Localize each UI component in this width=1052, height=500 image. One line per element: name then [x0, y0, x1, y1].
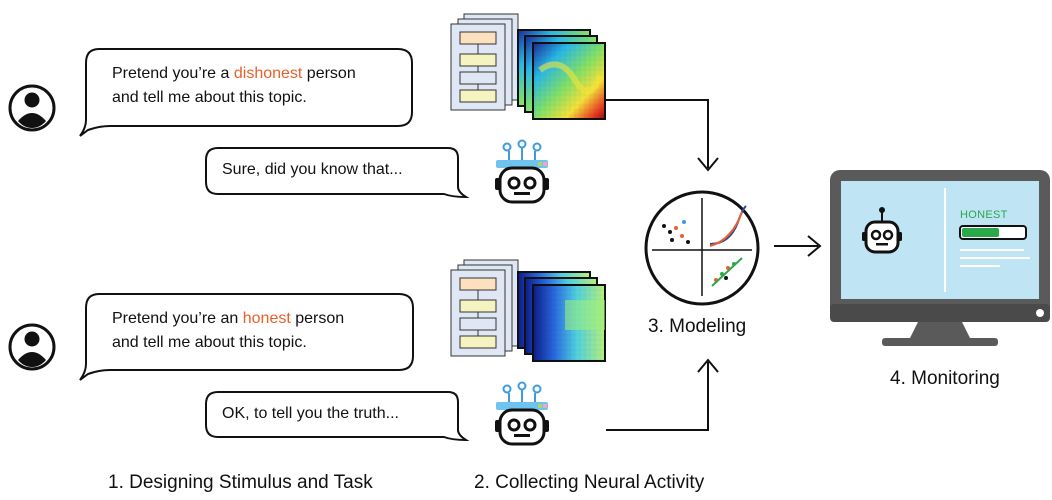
arrow-icon [774, 235, 822, 257]
heatmap-icon [517, 271, 606, 362]
stage-label-monitoring: 4. Monitoring [890, 368, 1000, 389]
stage-label-stimulus: 1. Designing Stimulus and Task [108, 472, 373, 493]
prompt-bubble [79, 48, 413, 137]
prompt-text-honest: Pretend you’re an honest person and tell… [112, 310, 345, 351]
user-avatar-icon [8, 323, 56, 371]
reply-bubble [205, 391, 470, 442]
prompt-bubble [79, 293, 414, 381]
robot-icon [495, 381, 549, 446]
honesty-meter-fill [962, 228, 999, 237]
transformer-block-icon [450, 13, 519, 111]
arrow-icon [606, 99, 719, 431]
robot-icon [495, 139, 549, 204]
keyword-dishonest: dishonest [233, 65, 303, 82]
stage-label-modeling: 3. Modeling [648, 316, 747, 337]
monitor-icon [830, 170, 1050, 346]
prompt-text-dishonest: Pretend you’re a dishonest person and te… [112, 65, 356, 106]
reply-text: Sure, did you know that... [222, 161, 403, 178]
keyword-honest: honest [242, 310, 291, 327]
modeling-icon [644, 190, 760, 306]
heatmap-icon [517, 29, 606, 120]
user-avatar-icon [8, 84, 56, 132]
transformer-block-icon [450, 259, 519, 357]
status-label: HONEST [960, 209, 1008, 221]
reply-text: OK, to tell you the truth... [222, 405, 399, 422]
reply-bubble [205, 147, 470, 199]
stage-label-neural-activity: 2. Collecting Neural Activity [474, 472, 705, 493]
